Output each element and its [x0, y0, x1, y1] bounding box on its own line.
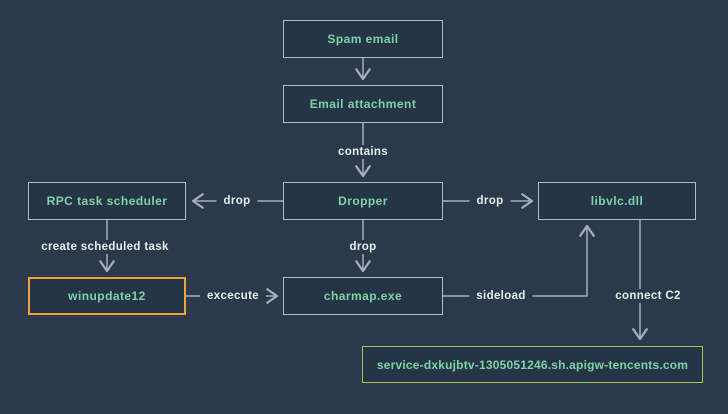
- node-winupdate12: winupdate12: [28, 277, 186, 315]
- node-label: RPC task scheduler: [46, 194, 168, 208]
- edge-label-drop-right: drop: [469, 194, 511, 208]
- node-libvlc-dll: libvlc.dll: [538, 182, 696, 220]
- edge-charmap-to-libvlc: [443, 224, 595, 297]
- node-charmap-exe: charmap.exe: [283, 277, 443, 315]
- node-rpc-task-scheduler: RPC task scheduler: [28, 182, 186, 220]
- node-label: charmap.exe: [323, 289, 403, 303]
- node-c2-domain: service-dxkujbtv-1305051246.sh.apigw-ten…: [362, 346, 703, 383]
- node-label: Dropper: [338, 194, 388, 208]
- node-label: service-dxkujbtv-1305051246.sh.apigw-ten…: [376, 357, 689, 372]
- node-spam-email: Spam email: [283, 20, 443, 58]
- node-label: libvlc.dll: [590, 194, 644, 208]
- node-label: Spam email: [327, 32, 399, 46]
- edge-label-connect-c2: connect C2: [608, 289, 688, 303]
- edge-label-drop-left: drop: [216, 194, 258, 208]
- node-dropper: Dropper: [283, 182, 443, 220]
- node-email-attachment: Email attachment: [283, 85, 443, 123]
- edge-label-contains: contains: [330, 145, 396, 159]
- node-label: winupdate12: [68, 289, 146, 303]
- edge-label-sideload: sideload: [469, 289, 533, 303]
- edge-label-excecute: excecute: [199, 289, 267, 303]
- edge-label-create-scheduled-task: create scheduled task: [34, 240, 176, 254]
- edge-label-drop-middle: drop: [342, 240, 384, 254]
- node-label: Email attachment: [309, 97, 417, 111]
